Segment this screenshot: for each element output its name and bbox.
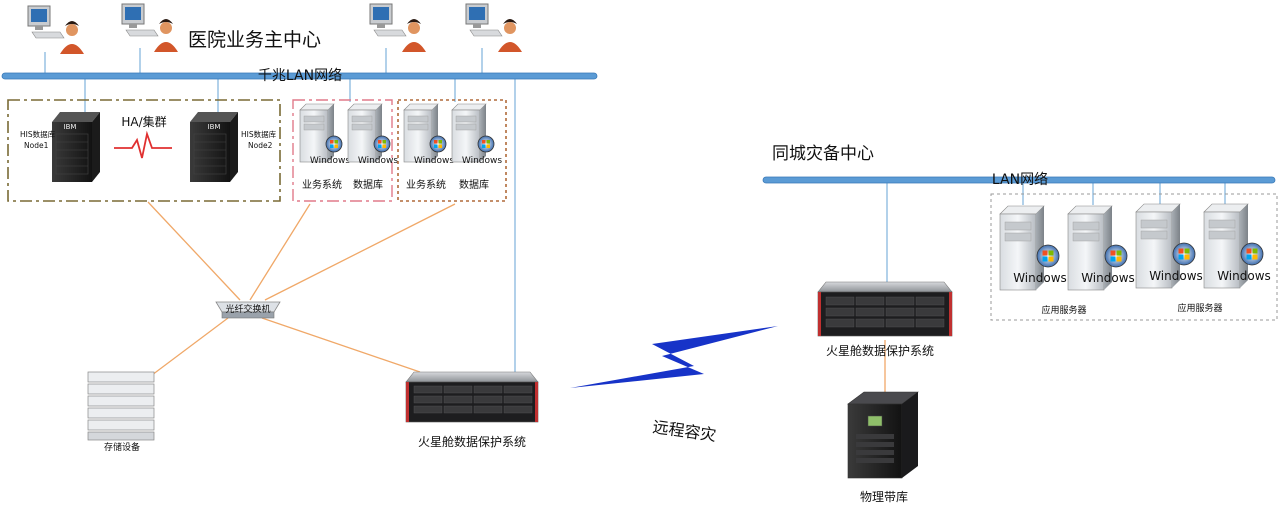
- app-server-label-2: 应用服务器: [1177, 302, 1222, 314]
- os-label: Windows: [1013, 271, 1067, 285]
- user-workstation-icon: [27, 5, 84, 54]
- main-protect-label: 火星舱数据保护系统: [418, 434, 526, 449]
- app-db-group-red-box: [292, 99, 393, 202]
- node1-label-line1: HIS数据库: [20, 129, 56, 139]
- windows-server-icon: [451, 103, 495, 163]
- node1-brand: IBM: [64, 123, 77, 131]
- dr-protect-label: 火星舱数据保护系统: [826, 343, 934, 358]
- app-db-group-brown-box: [397, 99, 507, 202]
- node2-label-line1: HIS数据库: [241, 129, 277, 139]
- main-lan-bar: [1, 72, 598, 80]
- node2-label-line2: Node2: [248, 141, 273, 150]
- tape-library-label: 物理带库: [860, 489, 908, 504]
- user-workstation-icon: [369, 3, 426, 52]
- remote-link-lightning-icon: [570, 326, 778, 388]
- tape-library-icon: [847, 391, 919, 479]
- windows-server-icon: [347, 103, 391, 163]
- protect-system-rack-icon: [405, 371, 539, 423]
- main-center-title: 医院业务主中心: [188, 29, 321, 51]
- brown-group-label-app: 业务系统: [406, 178, 446, 191]
- switch-label: 光纤交换机: [225, 303, 270, 315]
- dr-center-title: 同城灾备中心: [772, 144, 874, 164]
- node1-label-line2: Node1: [24, 141, 49, 150]
- os-label: Windows: [358, 156, 398, 166]
- storage-device-icon: [87, 371, 155, 441]
- os-label: Windows: [462, 156, 502, 166]
- ha-heartbeat-icon: [114, 130, 172, 159]
- san-fiber-lines: [147, 201, 886, 392]
- node2-brand: IBM: [208, 123, 221, 131]
- os-label: Windows: [1149, 269, 1203, 283]
- os-label: Windows: [1081, 271, 1135, 285]
- dr-lan-label: LAN网络: [992, 172, 1048, 188]
- user-workstation-icon: [121, 3, 178, 52]
- ha-cluster-label: HA/集群: [121, 114, 166, 129]
- remote-dr-label: 远程容灾: [651, 417, 717, 445]
- dr-app-server-box: [990, 193, 1278, 321]
- os-label: Windows: [310, 156, 350, 166]
- windows-server-icon: [1067, 205, 1128, 291]
- lan-drop-lines: [44, 48, 1226, 372]
- dr-lan-bar: [762, 176, 1276, 184]
- windows-server-icon: [1203, 203, 1264, 289]
- brown-group-label-db: 数据库: [459, 178, 489, 191]
- os-label: Windows: [1217, 269, 1271, 283]
- red-group-label-db: 数据库: [353, 178, 383, 191]
- os-label: Windows: [414, 156, 454, 166]
- main-lan-label: 千兆LAN网络: [258, 68, 342, 84]
- fiber-switch-icon: [215, 301, 281, 319]
- windows-server-icon: [299, 103, 343, 163]
- windows-server-icon: [999, 205, 1060, 291]
- his-node1-server-icon: [52, 112, 100, 182]
- storage-label: 存储设备: [104, 441, 140, 453]
- windows-server-icon: [403, 103, 447, 163]
- dr-protect-system-rack-icon: [817, 281, 953, 337]
- app-server-label-1: 应用服务器: [1041, 304, 1086, 316]
- his-cluster-box: [7, 99, 281, 202]
- red-group-label-app: 业务系统: [302, 178, 342, 191]
- user-workstation-icon: [465, 3, 522, 52]
- his-node2-server-icon: [190, 112, 238, 182]
- windows-server-icon: [1135, 203, 1196, 289]
